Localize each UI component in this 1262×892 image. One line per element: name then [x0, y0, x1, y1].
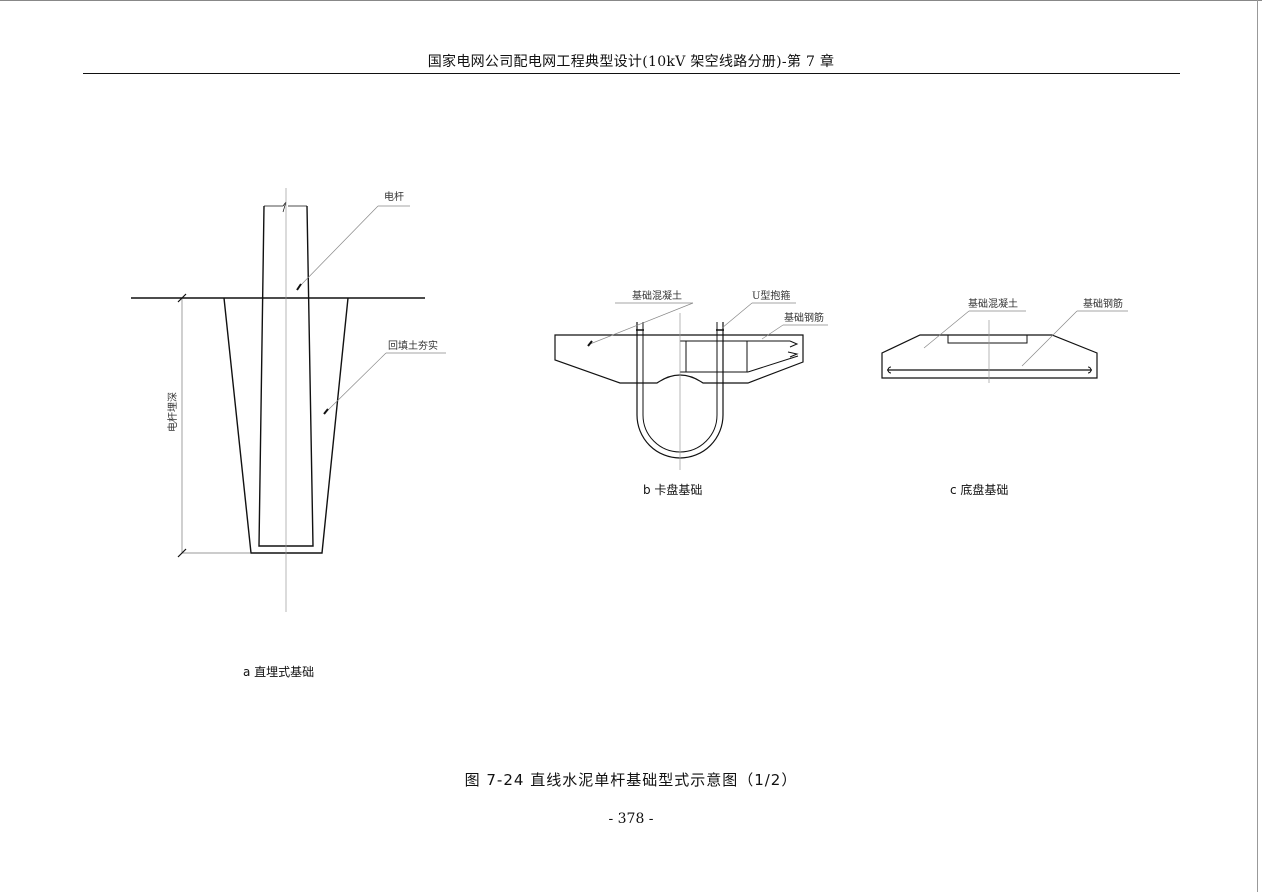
label-pole: 电杆 — [384, 190, 404, 203]
pole-leader — [298, 205, 379, 288]
page-header: 国家电网公司配电网工程典型设计(10kV 架空线路分册)-第 7 章 — [427, 54, 835, 70]
backfill-leader — [325, 352, 387, 413]
caption-a: a 直埋式基础 — [243, 665, 314, 679]
label-b-u-clamp: U型抱箍 — [752, 289, 790, 302]
caption-c: c 底盘基础 — [950, 482, 1008, 497]
figure-a-direct-burial — [131, 188, 446, 612]
header-rule — [83, 73, 1180, 74]
figure-c-base-plate — [881, 310, 1128, 383]
label-b-rebar: 基础钢筋 — [784, 311, 824, 324]
page-frame-top — [0, 0, 1262, 1]
chuck-plate-outline — [554, 334, 804, 384]
caption-b: b 卡盘基础 — [643, 482, 702, 497]
page-frame-right — [1257, 0, 1258, 892]
label-burial-depth: 电杆埋深 — [166, 392, 179, 432]
page-number: - 378 - — [608, 811, 654, 827]
pit-outline — [223, 297, 349, 554]
label-c-concrete: 基础混凝土 — [968, 297, 1018, 310]
label-backfill: 回填土夯实 — [388, 339, 438, 352]
base-plate-outline — [881, 334, 1098, 379]
label-b-concrete: 基础混凝土 — [632, 289, 682, 302]
figure-caption: 图 7-24 直线水泥单杆基础型式示意图（1/2） — [464, 771, 798, 789]
label-c-rebar: 基础钢筋 — [1083, 297, 1123, 310]
rebar — [680, 340, 799, 373]
figure-b-chuck-plate — [554, 302, 828, 470]
